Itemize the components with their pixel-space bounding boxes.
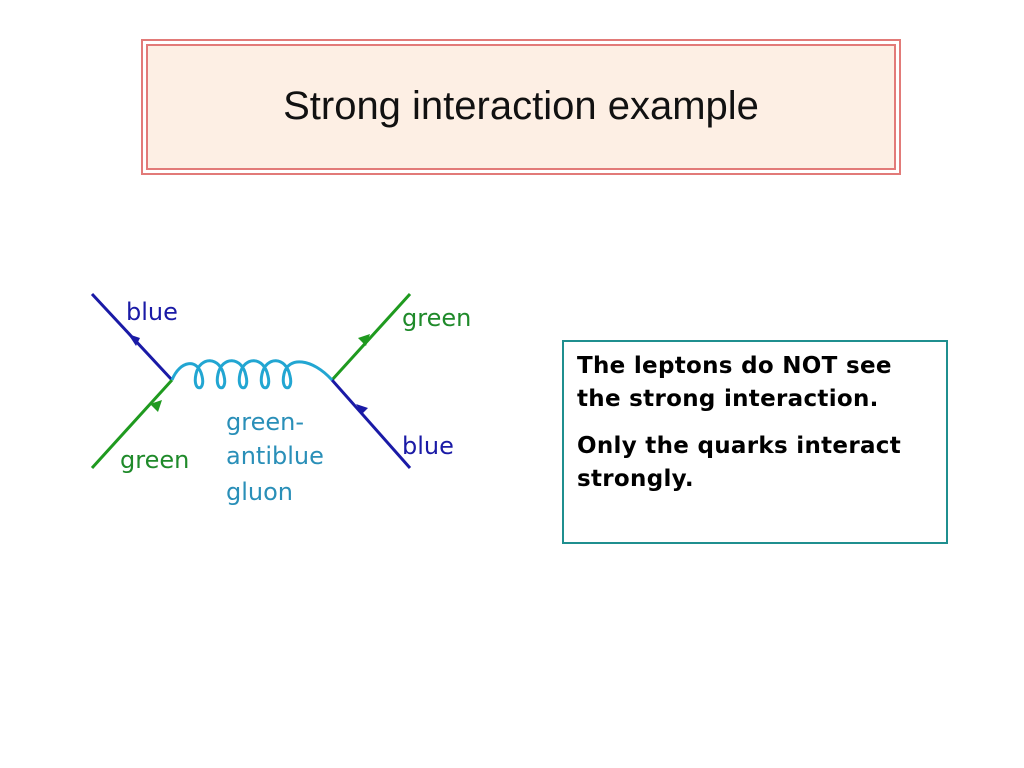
gluon-line: [170, 359, 334, 390]
green-quark-arrow-outgoing: [358, 334, 370, 346]
title-panel: Strong interaction example: [146, 44, 896, 170]
label-gluon-line1: green-: [226, 408, 304, 436]
green-quark-line-incoming: [90, 378, 174, 470]
blue-quark-arrow-outgoing: [128, 334, 140, 346]
feynman-diagram: blue green green blue green- antiblue gl…: [90, 292, 471, 506]
title-frame: Strong interaction example: [141, 39, 901, 175]
label-bottom-right: blue: [402, 432, 454, 460]
note-box: The leptons do NOT see the strong intera…: [562, 340, 948, 544]
label-bottom-left: green: [120, 446, 189, 474]
label-gluon-line2: antiblue: [226, 442, 324, 470]
label-top-left: blue: [126, 298, 178, 326]
label-top-right: green: [402, 304, 471, 332]
note-paragraph-1: The leptons do NOT see the strong intera…: [577, 353, 892, 412]
blue-quark-arrow-incoming: [356, 404, 368, 414]
green-quark-arrow-incoming: [150, 400, 162, 412]
blue-quark-line-incoming: [330, 379, 412, 469]
label-gluon-line3: gluon: [226, 478, 293, 506]
note-paragraph-2: Only the quarks interact strongly.: [577, 433, 902, 492]
slide-title: Strong interaction example: [283, 83, 759, 128]
green-quark-line-outgoing: [330, 292, 412, 382]
